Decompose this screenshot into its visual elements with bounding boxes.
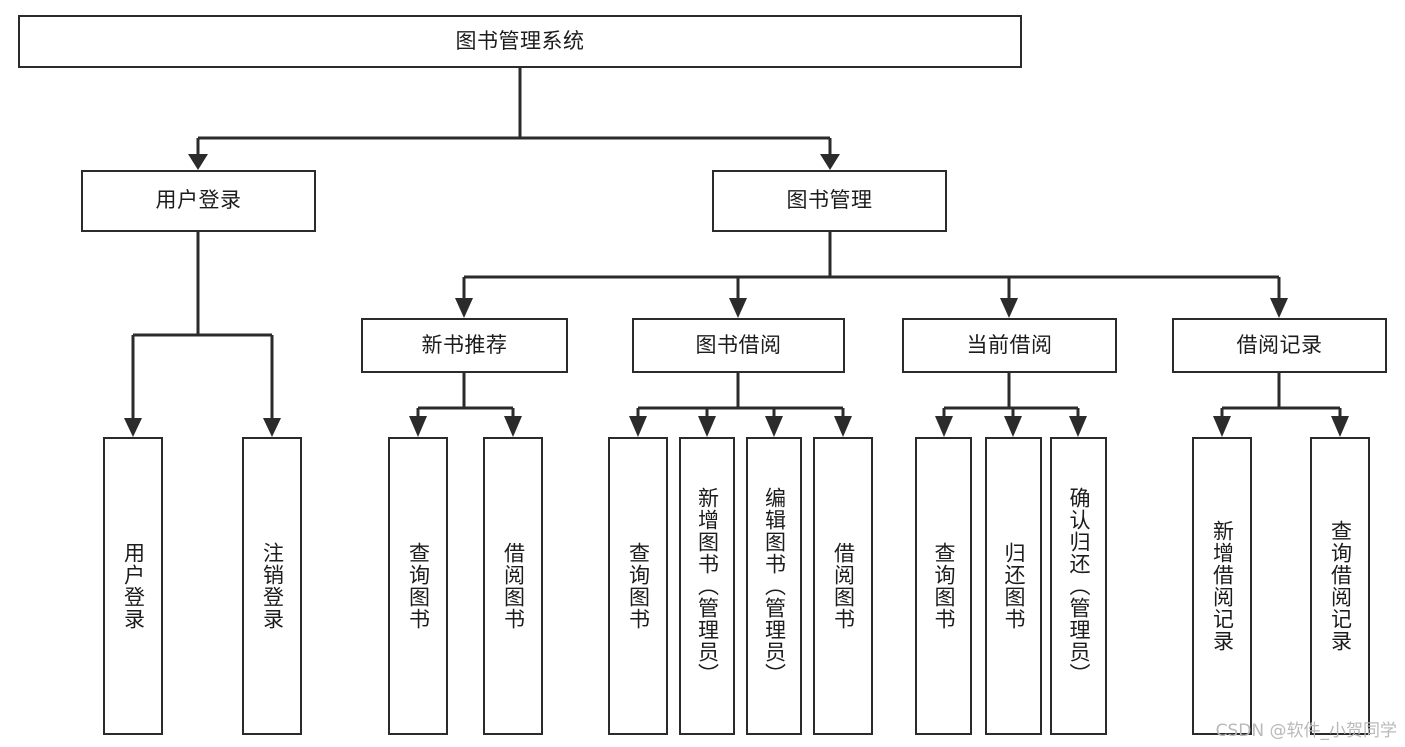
node-borrow-record-label: 借阅记录 [1236,332,1323,357]
level3-arrowheads [455,298,1288,318]
user-login-leaf-arrowheads [124,418,281,437]
node-leaf-add-book-admin[interactable]: 新增图书（管理员） [679,437,735,735]
node-leaf-query-book-3[interactable]: 查询图书 [915,437,972,735]
node-leaf-return-book[interactable]: 归还图书 [985,437,1042,735]
node-leaf-confirm-return-admin[interactable]: 确认归还（管理员） [1050,437,1107,735]
node-borrow-record[interactable]: 借阅记录 [1172,318,1387,373]
book-borrow-to-leaves-connectors [636,373,845,418]
node-leaf-user-login-label: 用户登录 [121,542,146,630]
node-book-management[interactable]: 图书管理 [712,170,947,232]
node-leaf-query-book-3-label: 查询图书 [931,542,956,630]
user-login-to-leaves-connectors [131,232,274,420]
new-book-recommend-leaf-arrowheads [409,416,522,437]
node-leaf-query-borrow-record-label: 查询借阅记录 [1328,520,1353,652]
node-leaf-query-book-2[interactable]: 查询图书 [608,437,668,735]
current-borrow-leaf-arrowheads [935,416,1087,437]
node-leaf-add-book-admin-label: 新增图书（管理员） [695,487,720,685]
current-borrow-to-leaves-connectors [942,373,1080,418]
node-leaf-borrow-book-1-label: 借阅图书 [501,542,526,630]
node-book-borrow-label: 图书借阅 [695,332,782,357]
borrow-record-to-leaves-connectors [1220,373,1342,418]
borrow-record-leaf-arrowheads [1213,416,1349,437]
node-user-login-label: 用户登录 [155,188,242,213]
node-leaf-edit-book-admin-label: 编辑图书（管理员） [762,487,787,685]
node-current-borrow-label: 当前借阅 [966,332,1053,357]
node-leaf-add-borrow-record-label: 新增借阅记录 [1210,520,1235,652]
root-to-level2-connectors [196,68,832,158]
new-book-recommend-to-leaves-connectors [416,373,515,418]
node-leaf-query-borrow-record[interactable]: 查询借阅记录 [1310,437,1370,735]
book-borrow-leaf-arrowheads [629,416,852,437]
node-new-book-recommend[interactable]: 新书推荐 [361,318,568,373]
book-management-to-level3-connectors [462,232,1281,300]
node-leaf-logout[interactable]: 注销登录 [242,437,302,735]
node-leaf-user-login[interactable]: 用户登录 [103,437,163,735]
node-user-login[interactable]: 用户登录 [81,170,316,232]
node-root-system-label: 图书管理系统 [455,28,585,53]
node-new-book-recommend-label: 新书推荐 [421,332,508,357]
node-leaf-query-book-2-label: 查询图书 [626,542,651,630]
node-leaf-borrow-book-2[interactable]: 借阅图书 [813,437,873,735]
root-arrowheads [188,154,840,170]
node-book-borrow[interactable]: 图书借阅 [632,318,845,373]
node-leaf-add-borrow-record[interactable]: 新增借阅记录 [1192,437,1252,735]
node-leaf-edit-book-admin[interactable]: 编辑图书（管理员） [746,437,802,735]
node-leaf-borrow-book-1[interactable]: 借阅图书 [483,437,543,735]
node-leaf-query-book-1-label: 查询图书 [406,542,431,630]
node-leaf-query-book-1[interactable]: 查询图书 [388,437,448,735]
node-leaf-borrow-book-2-label: 借阅图书 [831,542,856,630]
node-leaf-confirm-return-admin-label: 确认归还（管理员） [1066,487,1091,685]
node-current-borrow[interactable]: 当前借阅 [902,318,1117,373]
node-root-system[interactable]: 图书管理系统 [18,15,1022,68]
node-book-management-label: 图书管理 [786,188,873,213]
node-leaf-return-book-label: 归还图书 [1001,542,1026,630]
node-leaf-logout-label: 注销登录 [260,542,285,630]
